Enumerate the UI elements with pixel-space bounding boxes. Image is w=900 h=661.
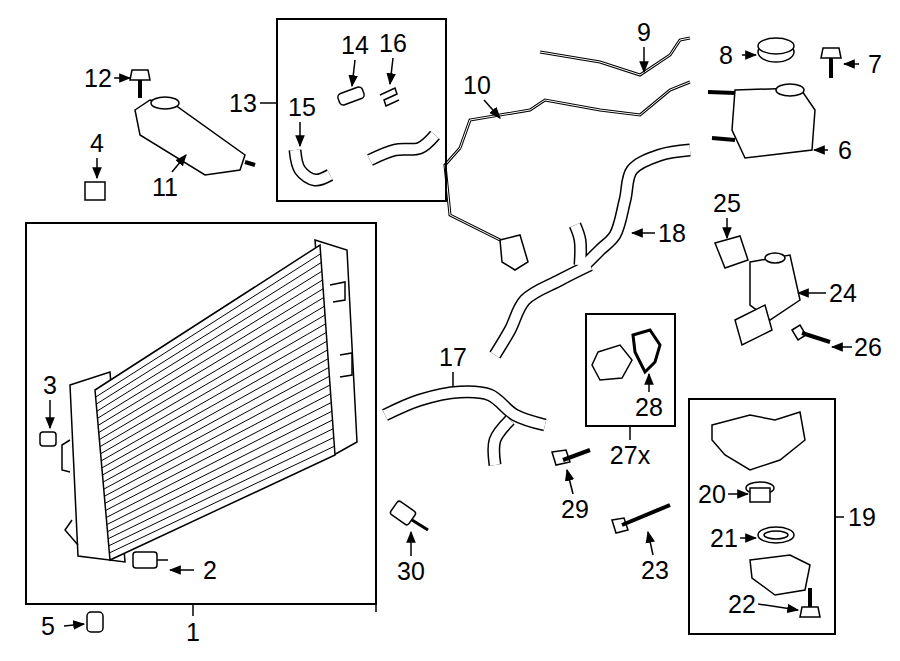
radiator-fin (109, 446, 334, 553)
hose (295, 150, 330, 180)
radiator-fin (97, 271, 322, 411)
group-box: 19 (688, 398, 836, 635)
callout-number: 15 (286, 95, 318, 120)
callout-number: 18 (656, 221, 688, 246)
callout-number: 10 (461, 73, 493, 98)
callout-number: 13 (227, 91, 259, 116)
radiator-fin (108, 429, 333, 539)
callout-number: 24 (827, 281, 859, 306)
callout-number: 25 (711, 191, 743, 216)
radiator-fin (99, 298, 324, 433)
radiator-fin (99, 306, 324, 439)
hose (495, 265, 590, 355)
callout-number: 30 (395, 559, 427, 584)
radiator-fin (103, 359, 328, 482)
hose (494, 420, 510, 465)
radiator-fin (98, 289, 323, 426)
hose-fill (385, 392, 545, 425)
callout-number: 19 (846, 505, 878, 530)
callout-number: 23 (639, 558, 671, 583)
callout-number: 27x (608, 443, 652, 468)
callout-number: 1 (184, 620, 202, 645)
radiator-fin (104, 368, 329, 490)
callout-number: 6 (836, 138, 854, 163)
callout-number: 17 (437, 345, 469, 370)
hose (370, 135, 435, 160)
callout-number: 12 (82, 66, 114, 91)
callout-number: 3 (41, 373, 59, 398)
hose (575, 225, 581, 265)
callout-number: 16 (377, 31, 409, 56)
callout-number: 29 (559, 497, 591, 522)
radiator-fin (106, 403, 331, 518)
callout-number: 21 (708, 526, 740, 551)
callout-number: 7 (866, 52, 884, 77)
hose-fill (585, 150, 690, 265)
callout-number: 28 (633, 395, 665, 420)
radiator-fin (104, 376, 329, 496)
hose-fill (295, 150, 330, 180)
hose-fill (575, 225, 581, 265)
hose-fill (495, 265, 590, 355)
callout-number: 11 (150, 175, 180, 200)
group-box: 1 (25, 222, 377, 605)
callout-number: 2 (201, 558, 219, 583)
callout-number: 14 (339, 33, 371, 58)
radiator-fin (101, 333, 326, 461)
callout-number: 20 (696, 482, 728, 507)
radiator-fin (107, 411, 332, 524)
callout-number: 4 (88, 131, 106, 156)
radiator-fin (108, 420, 333, 532)
radiator-fin (109, 438, 334, 546)
callout-number: 8 (717, 43, 735, 68)
callout-number: 26 (852, 335, 884, 360)
hose (585, 150, 690, 265)
hose (385, 392, 545, 425)
callout-number: 9 (635, 20, 653, 45)
callout-number: 5 (39, 614, 57, 639)
callout-number: 22 (726, 592, 758, 617)
hose-fill (370, 135, 435, 160)
radiator-fin (101, 324, 326, 454)
hose-fill (494, 420, 510, 465)
radiator-fin (100, 315, 325, 447)
